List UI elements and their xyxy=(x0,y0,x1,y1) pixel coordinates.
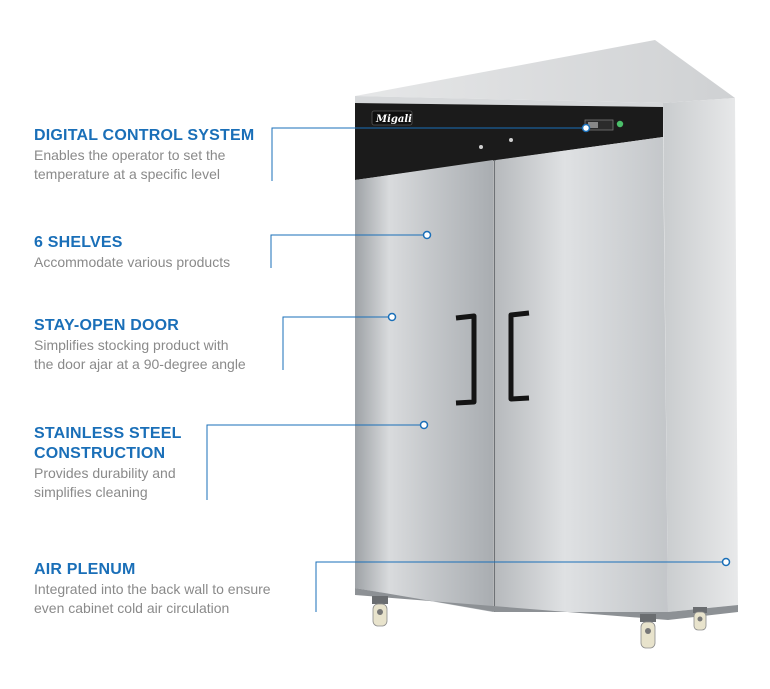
feature-description-line: Simplifies stocking product with xyxy=(34,337,229,353)
feature-description-line: temperature at a specific level xyxy=(34,166,220,182)
right-door-handle xyxy=(508,310,530,402)
callout-dot-stainless-steel xyxy=(419,420,429,430)
feature-6-shelves: 6 SHELVES Accommodate various products xyxy=(34,233,230,272)
feature-digital-control-system: DIGITAL CONTROL SYSTEM Enables the opera… xyxy=(34,126,254,184)
left-door xyxy=(355,160,493,612)
feature-description-line: Enables the operator to set the xyxy=(34,147,226,163)
feature-description-line: even cabinet cold air circulation xyxy=(34,600,230,616)
feature-stay-open-door: STAY-OPEN DOOR Simplifies stocking produ… xyxy=(34,316,246,374)
feature-description-line: simplifies cleaning xyxy=(34,484,148,500)
feature-description-line: Accommodate various products xyxy=(34,254,231,270)
callout-line-shelves xyxy=(270,234,425,268)
brand-plate xyxy=(371,110,413,126)
caster-back-right xyxy=(693,607,707,631)
brand-logo: Migali xyxy=(375,114,412,125)
feature-description-line: Provides durability and xyxy=(34,465,176,481)
callout-line-stainless-steel xyxy=(206,424,422,500)
fridge-side xyxy=(663,98,738,612)
callout-line-stay-open-door xyxy=(282,316,390,370)
display-readout xyxy=(588,122,598,128)
indicator-light-left xyxy=(479,145,483,149)
callout-line-air-plenum xyxy=(315,561,724,612)
callout-dot-digital-control xyxy=(581,123,591,133)
feature-title: AIR PLENUM xyxy=(34,561,136,578)
right-door xyxy=(496,137,668,612)
caster-front-left xyxy=(372,596,388,627)
fridge-top xyxy=(355,40,735,103)
callout-dot-shelves xyxy=(422,230,432,240)
feature-description-line: the door ajar at a 90-degree angle xyxy=(34,356,246,372)
feature-stainless-steel-construction: STAINLESS STEEL CONSTRUCTION Provides du… xyxy=(34,424,182,502)
feature-air-plenum: AIR PLENUM Integrated into the back wall… xyxy=(34,560,271,618)
left-door-handle xyxy=(455,313,477,406)
indicator-light-right xyxy=(509,138,513,142)
callout-line-digital-control xyxy=(271,127,584,181)
feature-title-line: CONSTRUCTION xyxy=(34,445,166,462)
feature-title: STAY-OPEN DOOR xyxy=(34,317,180,334)
fridge-header xyxy=(355,96,663,107)
feature-title: 6 SHELVES xyxy=(34,234,123,251)
fridge-base xyxy=(355,588,738,620)
feature-description-line: Integrated into the back wall to ensure xyxy=(34,581,271,597)
feature-title: DIGITAL CONTROL SYSTEM xyxy=(34,127,255,144)
caster-front-right xyxy=(640,614,656,649)
feature-title-line: STAINLESS STEEL xyxy=(34,425,182,442)
callout-dot-air-plenum xyxy=(721,557,731,567)
power-button-icon xyxy=(616,120,624,128)
callout-dot-stay-open-door xyxy=(387,312,397,322)
